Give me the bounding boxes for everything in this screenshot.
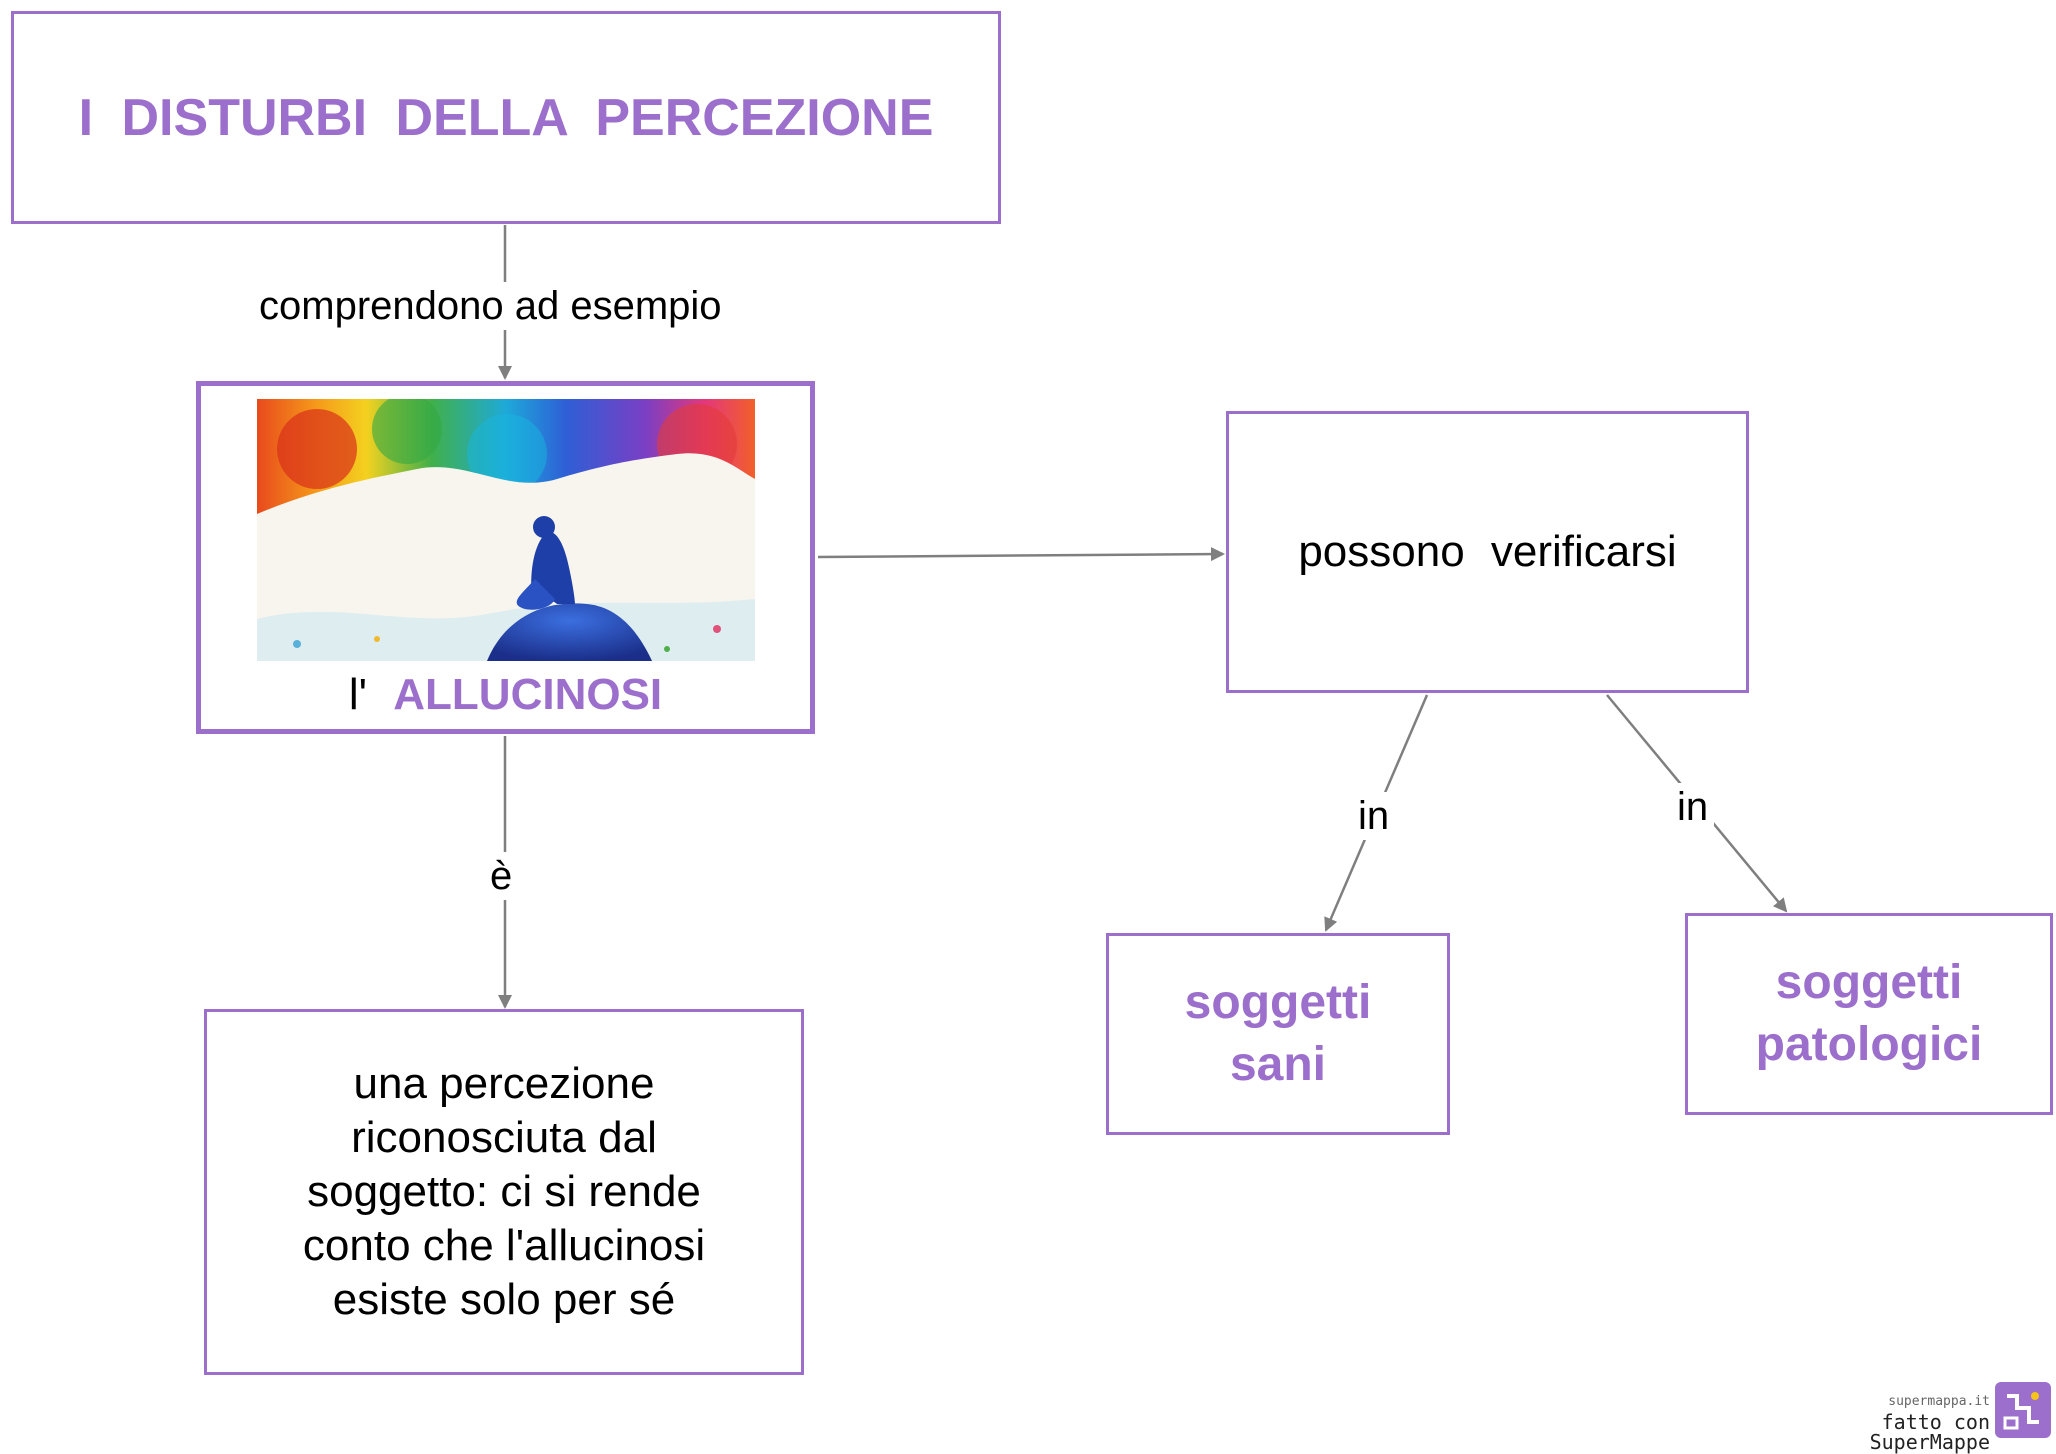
- sani-text: soggetti sani: [1184, 976, 1372, 1091]
- allucinosi-node[interactable]: l' ALLUCINOSI: [196, 381, 815, 734]
- edge-label-e: è: [484, 852, 519, 900]
- allucinosi-label: l' ALLUCINOSI: [349, 673, 662, 717]
- footer-made-with: fatto con SuperMappe: [1869, 1410, 1990, 1454]
- edge-label-comprendono: comprendono ad esempio: [253, 282, 728, 330]
- footer-watermark: supermappa.it fatto con SuperMappe: [1750, 1395, 1990, 1452]
- allucinosi-illustration: [256, 399, 755, 661]
- edge-allucinosi-to-verificarsi: [817, 547, 1225, 562]
- definizione-text: una percezione riconosciuta dal soggetto…: [302, 1059, 706, 1324]
- definizione-node[interactable]: una percezione riconosciuta dal soggetto…: [204, 1009, 804, 1375]
- verificarsi-node[interactable]: possono verificarsi: [1226, 411, 1749, 693]
- edge-label-in-sani: in: [1352, 792, 1396, 840]
- title-node[interactable]: I DISTURBI DELLA PERCEZIONE: [11, 11, 1001, 224]
- verificarsi-text: possono verificarsi: [1298, 527, 1677, 576]
- allucinosi-word: ALLUCINOSI: [393, 670, 663, 719]
- patologici-text: soggetti patologici: [1755, 956, 1983, 1071]
- watercolor-figure-image: [256, 399, 755, 661]
- patologici-node[interactable]: soggetti patologici: [1685, 913, 2053, 1115]
- allucinosi-prefix: l': [348, 670, 368, 719]
- sani-node[interactable]: soggetti sani: [1106, 933, 1450, 1135]
- footer-site: supermappa.it: [1888, 1394, 1990, 1409]
- edge-label-in-patologici: in: [1671, 783, 1715, 831]
- title-text: I DISTURBI DELLA PERCEZIONE: [78, 88, 934, 147]
- supermappe-logo-icon: [1995, 1382, 2051, 1438]
